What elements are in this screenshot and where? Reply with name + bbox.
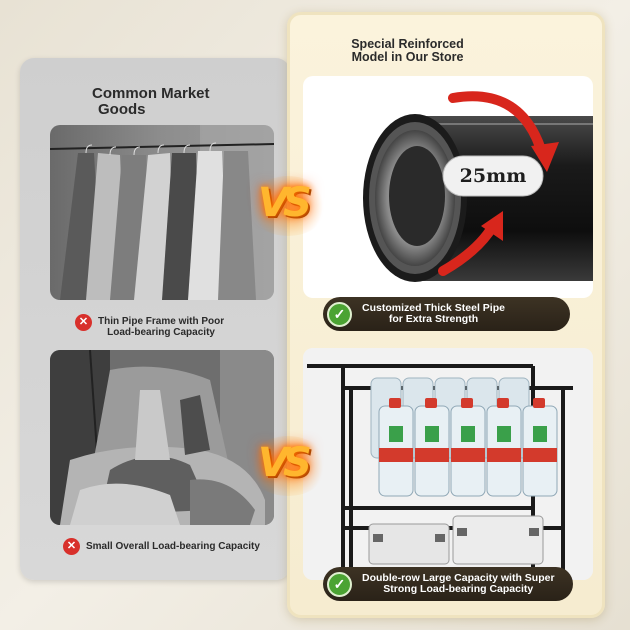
vs-glow-top [248, 176, 328, 236]
cross-icon: ✕ [75, 314, 92, 331]
thin-rack-photo [50, 125, 274, 300]
check-icon: ✓ [327, 571, 352, 597]
common-goods-title: Common Market Goods [92, 85, 210, 118]
reinforced-model-title: Special Reinforced Model in Our Store [351, 37, 464, 64]
vs-glow-bottom [248, 436, 328, 496]
collapsed-rack-photo [50, 350, 274, 525]
thick-pipe-feature: ✓ Customized Thick Steel Pipe for Extra … [323, 297, 570, 331]
cross-icon: ✕ [63, 538, 80, 555]
pipe-size-label: 25mm [459, 165, 527, 187]
thick-pipe-photo: 25mm [303, 76, 593, 298]
vs-badge-bottom: VS [258, 440, 312, 486]
thin-pipe-caption: ✕ Thin Pipe Frame with Poor Load-bearing… [75, 314, 275, 338]
vs-badge-top: VS [258, 180, 312, 226]
small-capacity-caption: ✕ Small Overall Load-bearing Capacity [63, 538, 293, 555]
double-row-rack-photo [303, 348, 593, 580]
double-row-feature: ✓ Double-row Large Capacity with Super S… [323, 567, 573, 601]
check-icon: ✓ [327, 301, 352, 327]
